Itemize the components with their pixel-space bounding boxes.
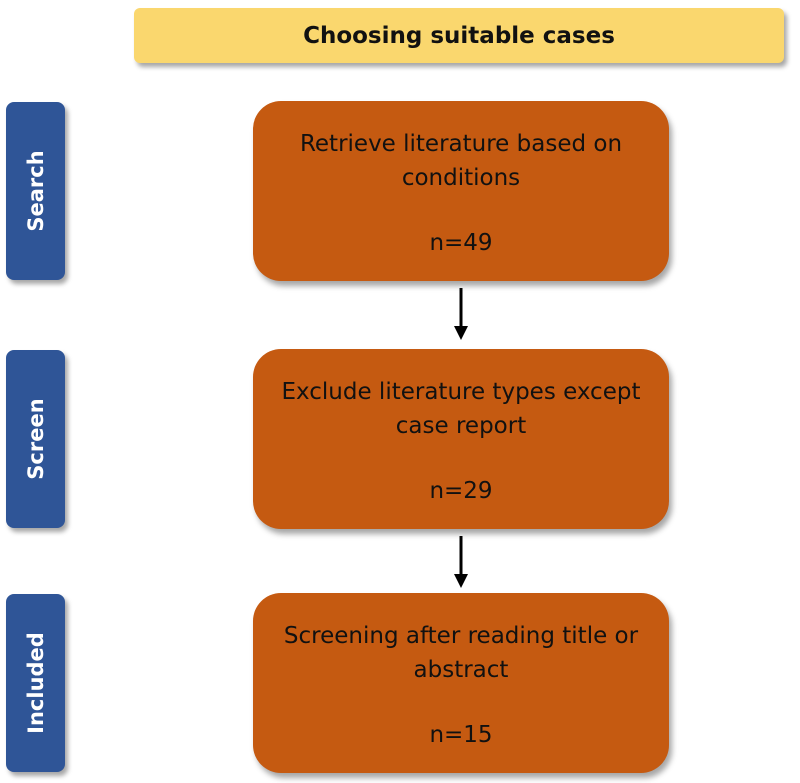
- arrow-down-icon: [454, 536, 468, 588]
- flow-box-screen: Exclude literature types except case rep…: [253, 349, 669, 529]
- stage-label-text: Search: [23, 150, 48, 232]
- arrow-down-icon: [454, 288, 468, 340]
- flow-box-count: n=49: [429, 230, 493, 256]
- diagram-title: Choosing suitable cases: [303, 22, 615, 49]
- flow-box-description: Exclude literature types except case rep…: [281, 379, 641, 439]
- flow-box-search: Retrieve literature based on conditions …: [253, 101, 669, 281]
- stage-label-text: Included: [23, 632, 48, 734]
- stage-label-included: Included: [6, 594, 65, 772]
- flow-box-count: n=15: [429, 722, 493, 748]
- stage-label-search: Search: [6, 102, 65, 280]
- flow-box-description: Screening after reading title or abstrac…: [283, 623, 639, 683]
- flow-box-included: Screening after reading title or abstrac…: [253, 593, 669, 773]
- stage-label-screen: Screen: [6, 350, 65, 528]
- flow-box-count: n=29: [429, 478, 493, 504]
- stage-label-text: Screen: [23, 398, 48, 480]
- diagram-title-banner: Choosing suitable cases: [134, 8, 784, 63]
- flow-box-description: Retrieve literature based on conditions: [299, 131, 623, 191]
